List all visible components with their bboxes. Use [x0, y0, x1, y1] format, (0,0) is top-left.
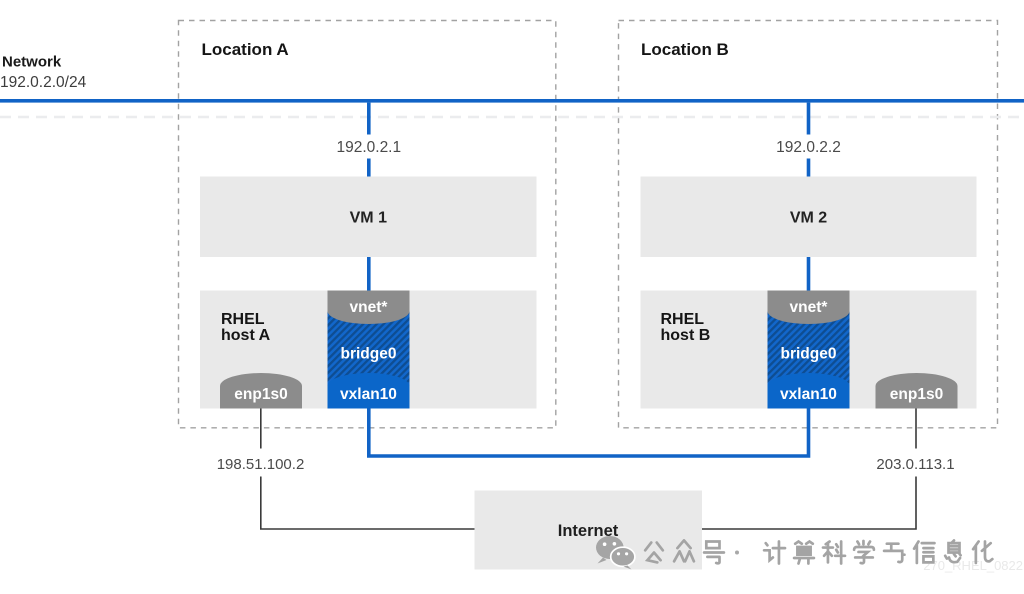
- svg-text:vxlan10: vxlan10: [780, 386, 837, 403]
- svg-text:enp1s0: enp1s0: [234, 386, 287, 403]
- svg-text:enp1s0: enp1s0: [890, 386, 943, 403]
- svg-text:host B: host B: [661, 327, 711, 344]
- svg-text:Location A: Location A: [202, 40, 289, 59]
- svg-text:bridge0: bridge0: [781, 346, 837, 363]
- svg-text:vnet*: vnet*: [790, 299, 829, 316]
- svg-text:198.51.100.2: 198.51.100.2: [217, 456, 305, 473]
- svg-text:RHEL: RHEL: [221, 311, 265, 328]
- svg-text:270_RHEL_0822: 270_RHEL_0822: [923, 558, 1023, 573]
- svg-text:192.0.2.0/24: 192.0.2.0/24: [0, 74, 87, 91]
- svg-text:vxlan10: vxlan10: [340, 386, 397, 403]
- svg-text:bridge0: bridge0: [341, 346, 397, 363]
- svg-text:vnet*: vnet*: [350, 299, 389, 316]
- svg-text:192.0.2.1: 192.0.2.1: [336, 139, 401, 156]
- svg-text:Network: Network: [2, 54, 62, 71]
- svg-text:192.0.2.2: 192.0.2.2: [776, 139, 841, 156]
- svg-text:Location B: Location B: [641, 40, 729, 59]
- svg-text:Internet: Internet: [558, 522, 619, 540]
- svg-text:RHEL: RHEL: [661, 311, 705, 328]
- svg-text:host A: host A: [221, 327, 271, 344]
- svg-text:VM 2: VM 2: [790, 210, 827, 227]
- svg-text:VM 1: VM 1: [350, 210, 387, 227]
- svg-text:203.0.113.1: 203.0.113.1: [876, 456, 954, 473]
